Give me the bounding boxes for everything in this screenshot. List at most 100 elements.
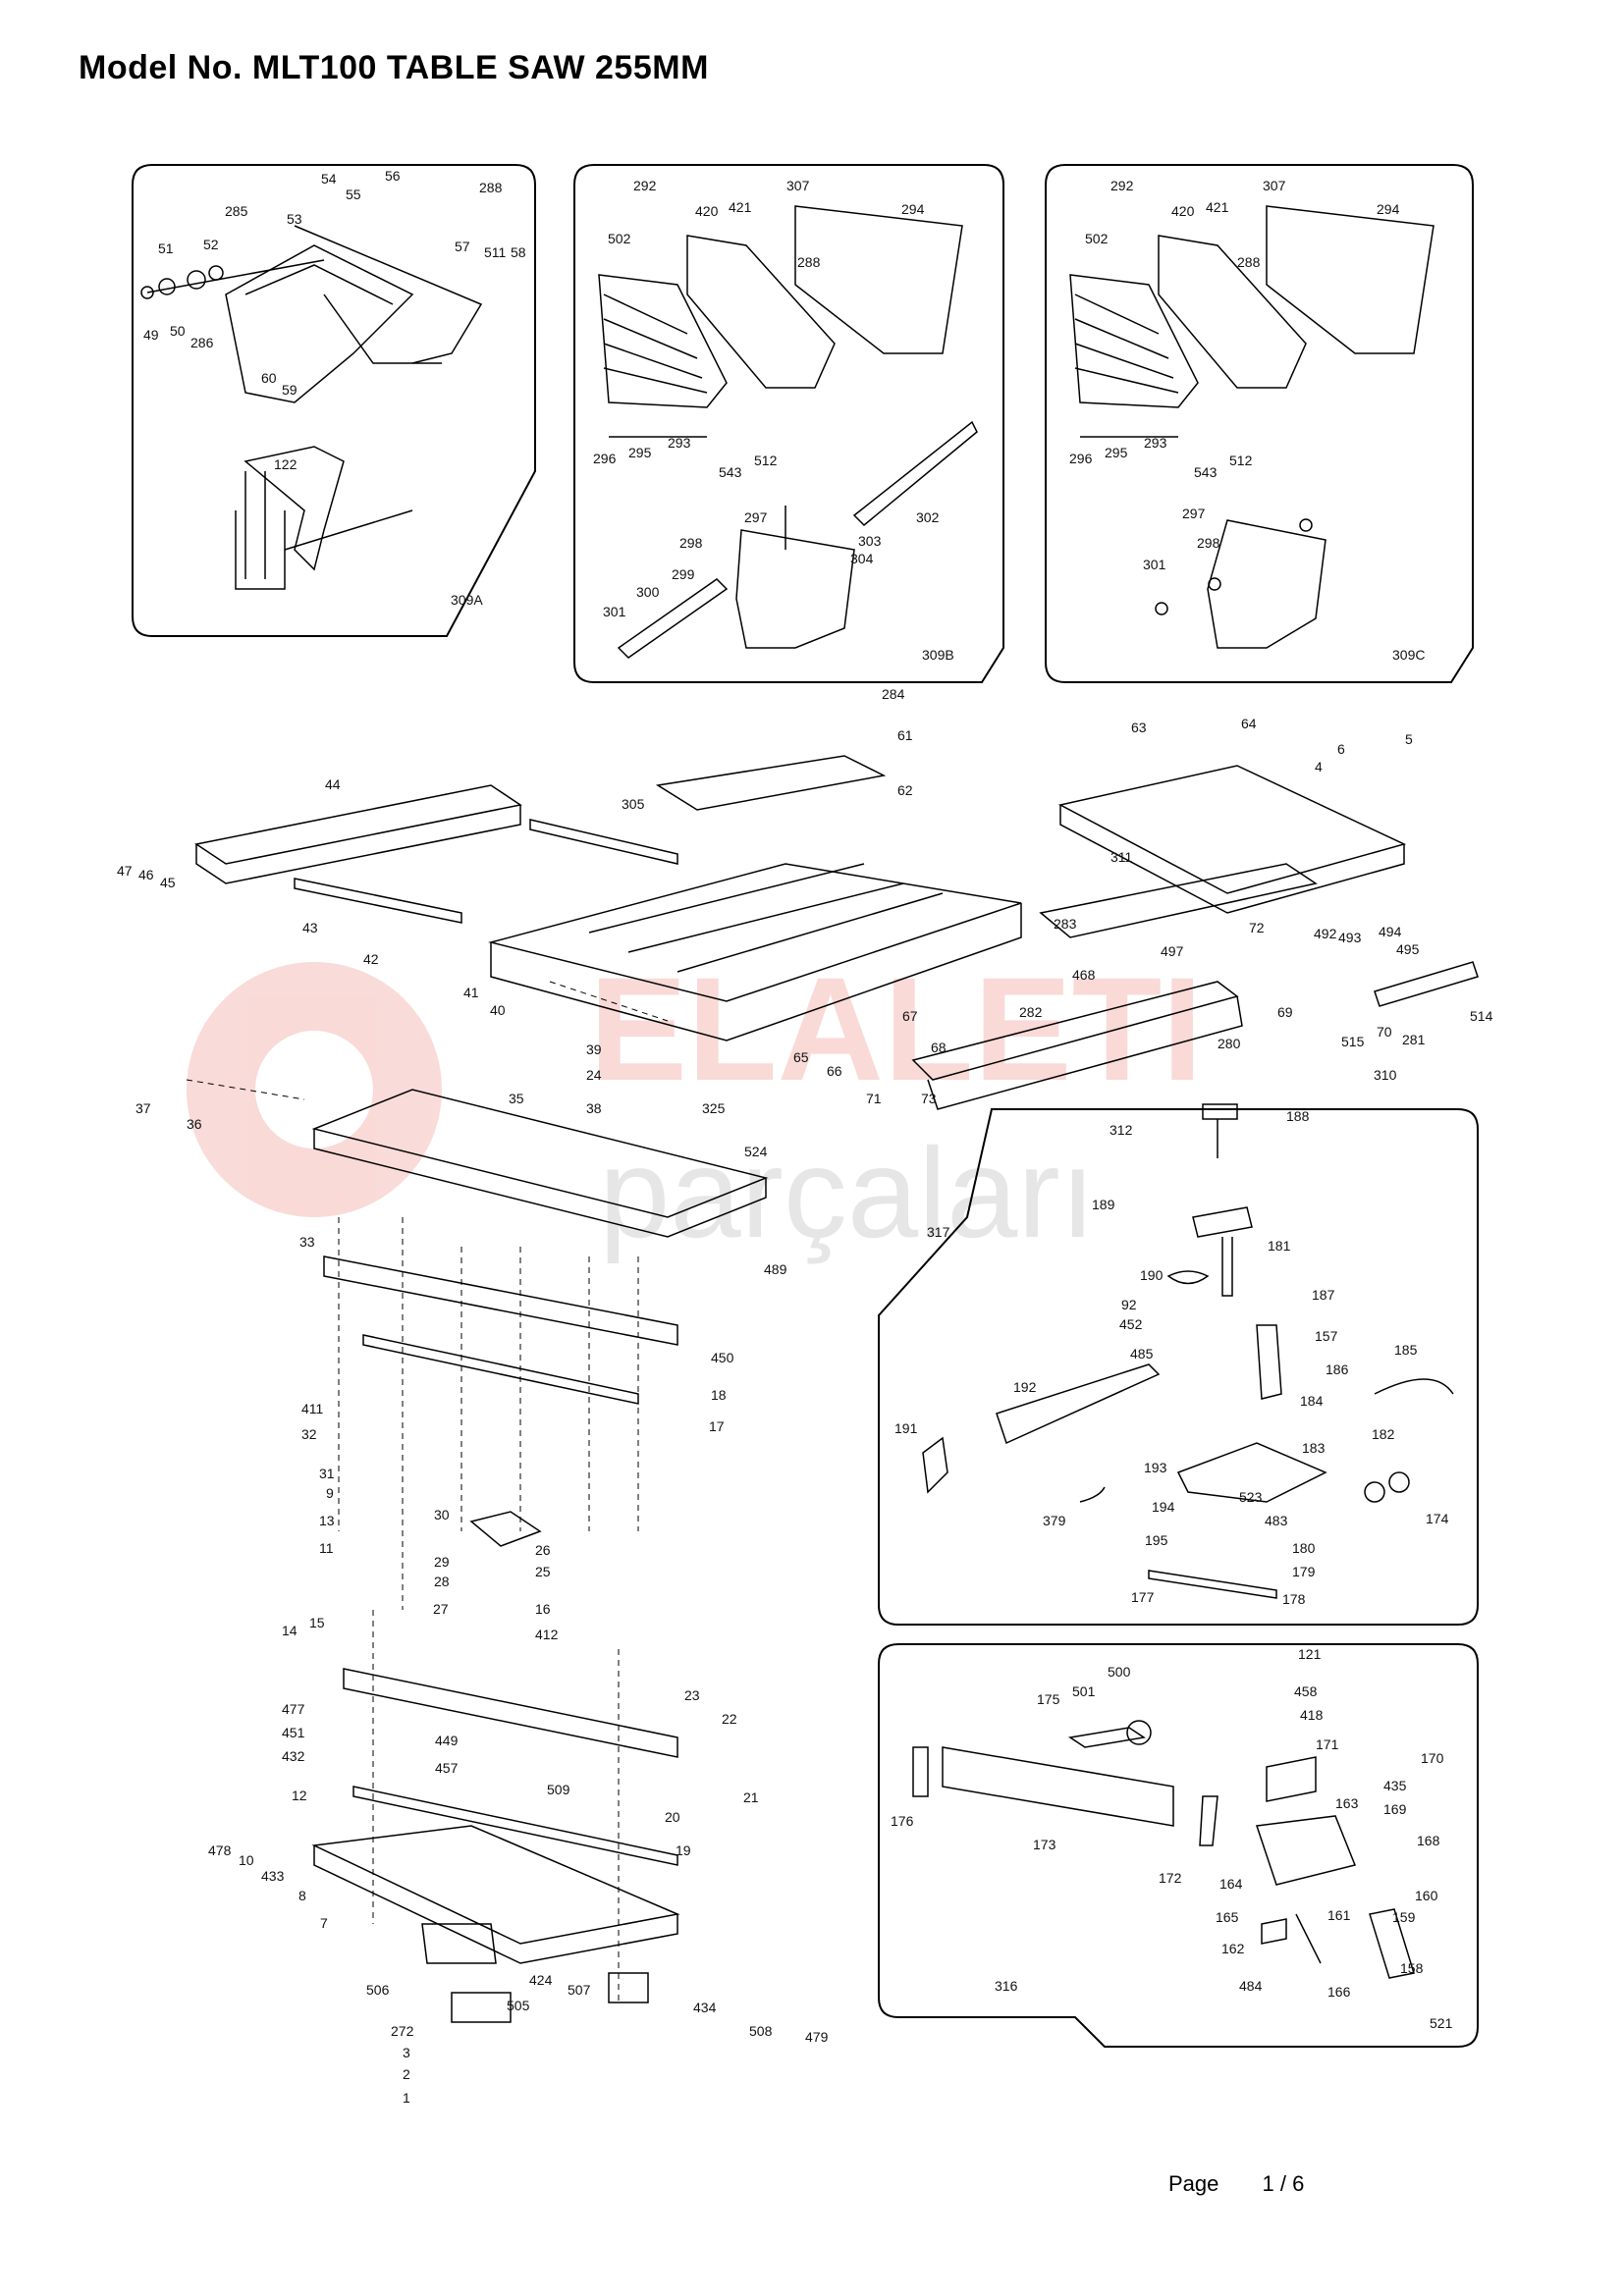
part-label: 25 (535, 1564, 551, 1579)
part-label: 4 (1315, 759, 1323, 774)
part-label: 309C (1392, 647, 1425, 663)
part-label: 307 (1263, 178, 1286, 193)
part-label: 500 (1108, 1664, 1131, 1680)
part-label: 272 (391, 2023, 414, 2039)
part-label: 502 (1085, 231, 1109, 246)
part-label: 180 (1292, 1540, 1316, 1556)
part-label: 173 (1033, 1837, 1056, 1852)
part-label: 288 (797, 254, 821, 270)
page-footer: Page 1 / 6 (1168, 2171, 1304, 2197)
part-label: 65 (793, 1049, 809, 1065)
part-label: 122 (274, 456, 298, 472)
part-label: 432 (282, 1748, 305, 1764)
panel-309b-frame (573, 164, 1004, 683)
part-label: 8 (298, 1888, 306, 1903)
part-label: 9 (326, 1485, 334, 1501)
part-label: 493 (1338, 930, 1362, 945)
part-label: 7 (320, 1915, 328, 1931)
part-label: 5 (1405, 731, 1413, 747)
part-label: 288 (479, 180, 503, 195)
part-label: 523 (1239, 1489, 1263, 1505)
part-label: 433 (261, 1868, 285, 1884)
page-number: 1 / 6 (1262, 2171, 1305, 2196)
part-label: 497 (1161, 943, 1184, 959)
part-label: 316 (995, 1978, 1018, 1994)
part-label: 162 (1221, 1941, 1245, 1956)
part-label: 121 (1298, 1646, 1322, 1662)
part-label: 184 (1300, 1393, 1324, 1409)
part-label: 299 (672, 566, 695, 582)
part-label: 282 (1019, 1004, 1043, 1020)
page-title: Model No. MLT100 TABLE SAW 255MM (79, 49, 709, 86)
part-label: 434 (693, 2000, 717, 2015)
part-label: 46 (138, 867, 154, 882)
part-label: 59 (282, 382, 298, 398)
page-label: Page (1168, 2171, 1219, 2196)
part-label: 168 (1417, 1833, 1440, 1848)
part-label: 17 (709, 1418, 725, 1434)
part-label: 6 (1337, 741, 1345, 757)
part-label: 58 (511, 244, 526, 260)
part-label: 190 (1140, 1267, 1164, 1283)
part-label: 478 (208, 1842, 232, 1858)
part-label: 288 (1237, 254, 1261, 270)
part-label: 494 (1379, 924, 1402, 939)
part-label: 72 (1249, 920, 1265, 935)
part-label: 309B (922, 647, 954, 663)
panel-316-frame (878, 1643, 1479, 2048)
part-label: 298 (1197, 535, 1220, 551)
part-label: 280 (1218, 1036, 1241, 1051)
part-label: 31 (319, 1466, 335, 1481)
part-label: 22 (722, 1711, 737, 1727)
part-label: 524 (744, 1144, 768, 1159)
part-label: 512 (754, 453, 778, 468)
part-label: 312 (1110, 1122, 1133, 1138)
part-label: 73 (921, 1091, 937, 1106)
part-label: 40 (490, 1002, 506, 1018)
part-label: 37 (135, 1100, 151, 1116)
miter-gauge-drawing (922, 1103, 1454, 1599)
part-label: 19 (676, 1842, 691, 1858)
part-label: 514 (1470, 1008, 1493, 1024)
part-label: 304 (850, 551, 874, 566)
part-label: 296 (1069, 451, 1093, 466)
part-label: 169 (1383, 1801, 1407, 1817)
part-label: 44 (325, 776, 341, 792)
part-label: 68 (931, 1040, 947, 1055)
part-label: 286 (190, 335, 214, 350)
part-label: 421 (1206, 199, 1229, 215)
part-label: 452 (1119, 1316, 1143, 1332)
part-label: 53 (287, 211, 302, 227)
part-label: 293 (1144, 435, 1167, 451)
part-label: 284 (882, 686, 905, 702)
part-label: 174 (1426, 1511, 1449, 1526)
part-label: 420 (695, 203, 719, 219)
part-label: 295 (1105, 445, 1128, 460)
part-label: 178 (1282, 1591, 1306, 1607)
part-label: 311 (1110, 849, 1133, 865)
part-label: 512 (1229, 453, 1253, 468)
part-label: 14 (282, 1623, 298, 1638)
part-label: 23 (684, 1687, 700, 1703)
part-label: 507 (568, 1982, 591, 1998)
part-label: 301 (1143, 557, 1166, 572)
part-label: 21 (743, 1789, 759, 1805)
part-label: 485 (1130, 1346, 1154, 1362)
part-label: 468 (1072, 967, 1096, 983)
part-label: 191 (894, 1420, 918, 1436)
part-label: 192 (1013, 1379, 1037, 1395)
part-label: 411 (301, 1401, 324, 1416)
part-label: 50 (170, 323, 186, 339)
part-label: 449 (435, 1733, 459, 1748)
part-label: 36 (187, 1116, 202, 1132)
part-label: 33 (299, 1234, 315, 1250)
part-label: 164 (1219, 1876, 1243, 1892)
part-label: 160 (1415, 1888, 1438, 1903)
part-label: 62 (897, 782, 913, 798)
labels-317: 188 189 181 317 190 187 92 452 157 485 1… (894, 1108, 1449, 1607)
part-label: 435 (1383, 1778, 1407, 1793)
part-label: 294 (1377, 201, 1400, 217)
part-label: 171 (1316, 1736, 1339, 1752)
part-label: 515 (1341, 1034, 1365, 1049)
part-label: 161 (1327, 1907, 1351, 1923)
